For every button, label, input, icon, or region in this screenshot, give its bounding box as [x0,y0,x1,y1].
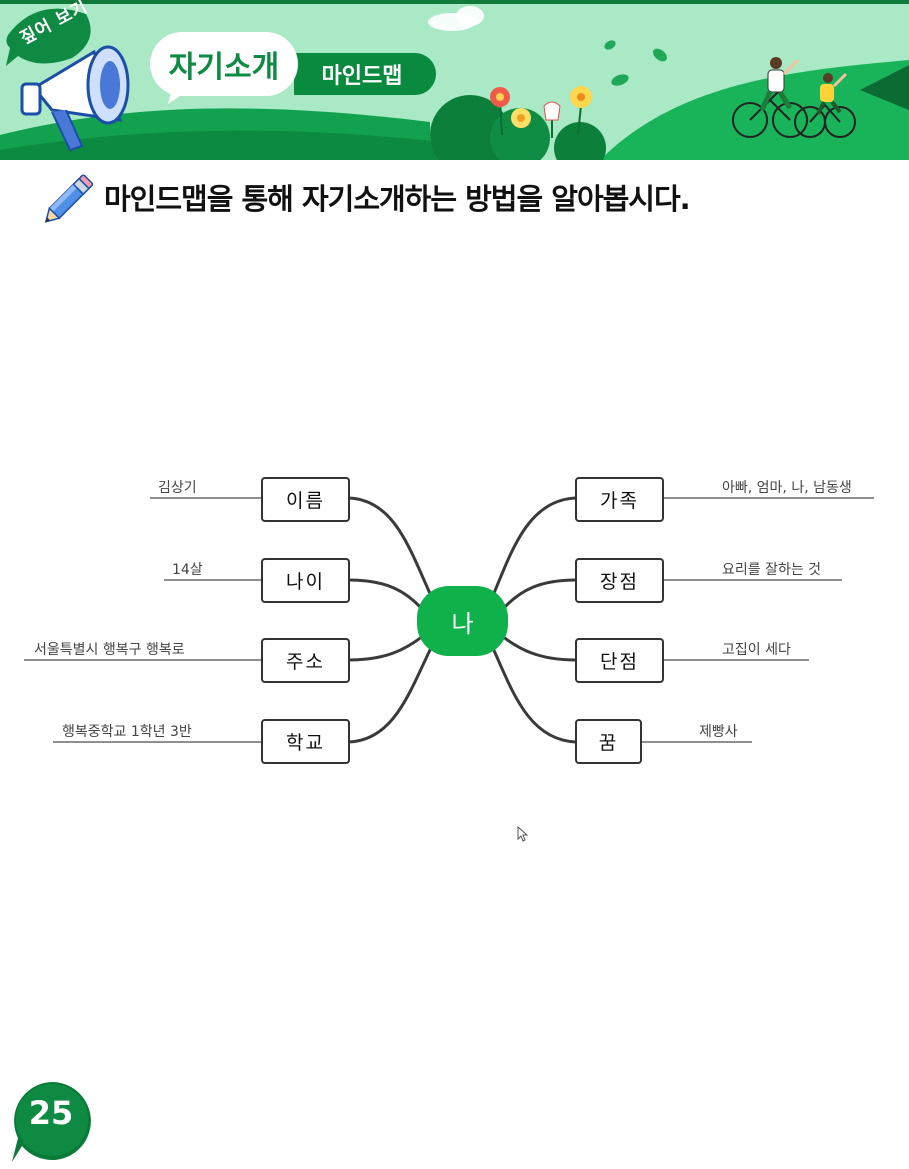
pencil-icon [44,174,94,223]
detail-age: 14살 [172,562,203,578]
page-subtitle: 마인드맵 [294,53,436,95]
mouse-cursor-icon [517,826,529,842]
center-topic: 나 [417,586,508,656]
topic-school: 학교 [261,719,350,764]
cyclists-illustration [732,57,856,138]
page-number: 25 [28,1094,74,1132]
topic-age: 나이 [261,558,350,603]
topic-family: 가족 [575,477,664,522]
topic-dream: 꿈 [575,719,642,764]
banner-illustration [0,0,909,175]
mind-map-connectors [24,496,874,744]
detail-name: 김상기 [158,480,197,496]
topic-weakness: 단점 [575,638,664,683]
topic-address: 주소 [261,638,350,683]
page-number-badge [12,1082,91,1162]
detail-address: 서울특별시 행복구 행복로 [34,642,185,658]
topic-strength: 장점 [575,558,664,603]
megaphone-icon [6,8,130,152]
mind-map: 나 이름 나이 주소 학교 가족 장점 단점 꿈 김상기 14살 서울특별시 행… [0,440,909,800]
detail-school: 행복중학교 1학년 3반 [62,724,192,740]
instruction-line: 마인드맵을 통해 자기소개하는 방법을 알아봅시다. [44,168,691,226]
detail-weakness: 고집이 세다 [722,642,791,658]
detail-strength: 요리를 잘하는 것 [722,562,822,578]
detail-dream: 제빵사 [699,724,738,740]
header-banner: 짚어 보기 마인드맵 자기소개 [0,0,909,175]
page-title: 자기소개 [150,32,298,96]
topic-name: 이름 [261,477,350,522]
detail-family: 아빠, 엄마, 나, 남동생 [722,480,852,496]
instruction-text: 마인드맵을 통해 자기소개하는 방법을 알아봅시다. [104,182,691,216]
